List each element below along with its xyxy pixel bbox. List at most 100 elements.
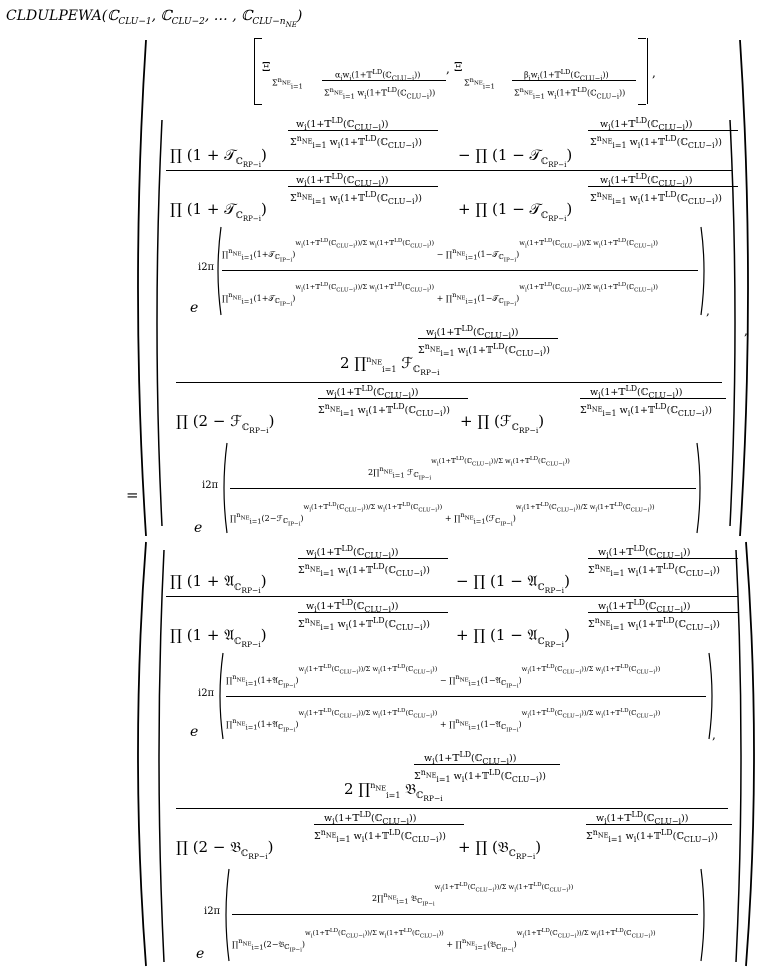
a-num-plus: ∏ (1 + 𝔄ℂRP−i) (170, 572, 267, 595)
equals-sign: = (126, 486, 139, 504)
xi-symbol-1: Ξ (262, 60, 271, 74)
operator-name: CLDULPEWA (6, 8, 102, 24)
f-exp-num-den: ΣnNEi=1 wi(1+𝕋LD(ℂCLU−i)) (418, 342, 551, 359)
f-two-prod: 2 ∏nNEi=1 ℱℂRP−i (340, 354, 440, 377)
lhs-arg2: , ℂ (151, 8, 172, 24)
xi-comma: , (446, 62, 450, 76)
b-exp-paren-right (700, 868, 705, 962)
b-e: e (196, 946, 205, 962)
xi-bracket (254, 38, 648, 104)
t-exp-3: wi(1+𝕋LD(ℂCLU−i)) (296, 172, 389, 189)
t-num-plus: ∏ (1 + 𝒯ℂRP−i) (170, 146, 267, 169)
inner-left-paren-2 (158, 549, 165, 963)
f-ip-num: 2∏nNEi=1 ℱℂIP−iwi(1+𝕋LD(ℂCLU−i))/Σ wi(1+… (368, 456, 570, 482)
a-exp-3: wi(1+𝕋LD(ℂCLU−i)) (306, 598, 399, 615)
inner-right-paren-1 (729, 119, 736, 527)
b-exp-num: wi(1+𝕋LD(ℂCLU−i)) (424, 750, 517, 767)
t-den-plus: ∏ (1 + 𝒯ℂRP−i) (170, 200, 267, 223)
xi-sum-2: ΣnNEi=1 (464, 76, 495, 91)
f-ip-den: ∏nNEi=1(2−ℱℂIP−i)wi(1+𝕋LD(ℂCLU−i))/Σ wi(… (230, 502, 655, 528)
outer-left-paren-bottom (137, 541, 147, 967)
a-exp-2-den: ΣnNEi=1 wi(1+𝕋LD(ℂCLU−i)) (588, 562, 721, 579)
b-exp-3: wi(1+𝕋LD(ℂCLU−i)) (324, 810, 417, 827)
f-exp-paren-left (223, 442, 228, 534)
a-ip-num: ∏nNEi=1(1+𝔄ℂIP−i)wi(1+𝕋LD(ℂCLU−i))/Σ wi(… (226, 664, 661, 690)
t-exp-1: wi(1+𝕋LD(ℂCLU−i)) (296, 116, 389, 133)
beta-denominator: ΣnNEi=1 wi(1+𝕋LD(ℂCLU−i)) (514, 86, 626, 101)
a-exp-2: wi(1+𝕋LD(ℂCLU−i)) (598, 544, 691, 561)
a-row-comma: , (712, 728, 716, 742)
xi-symbol-2: Ξ (454, 60, 463, 74)
alpha-numerator: αiwi(1+𝕋LD(ℂCLU−i)) (335, 68, 421, 83)
a-exp-1: wi(1+𝕋LD(ℂCLU−i)) (306, 544, 399, 561)
b-den-right: + ∏ (𝔅ℂRP−i) (458, 838, 542, 861)
t-main-fraction-bar (166, 170, 732, 171)
b-exp-4: wi(1+𝕋LD(ℂCLU−i)) (596, 810, 689, 827)
b-exp-num-den: ΣnNEi=1 wi(1+𝕋LD(ℂCLU−i)) (414, 768, 547, 785)
a-exp-paren-right (708, 652, 713, 740)
f-exp-3: wi(1+𝕋LD(ℂCLU−i)) (326, 384, 419, 401)
f-exp-3-den: ΣnNEi=1 wi(1+𝕋LD(ℂCLU−i)) (318, 402, 451, 419)
lhs-arg1: (ℂ (101, 8, 119, 24)
a-exp-4-den: ΣnNEi=1 wi(1+𝕋LD(ℂCLU−i)) (588, 616, 721, 633)
a-num-minus: − ∏ (1 − 𝔄ℂRP−i) (456, 572, 570, 595)
a-exp-3-den: ΣnNEi=1 wi(1+𝕋LD(ℂCLU−i)) (298, 616, 431, 633)
outer-left-paren-top (137, 39, 147, 537)
a-ip-den: ∏nNEi=1(1+𝔄ℂIP−i)wi(1+𝕋LD(ℂCLU−i))/Σ wi(… (226, 708, 661, 734)
t-exp-4-den: ΣnNEi=1 wi(1+𝕋LD(ℂCLU−i)) (590, 190, 723, 207)
lhs-close: ) (296, 8, 303, 24)
b-exp-4-den: ΣnNEi=1 wi(1+𝕋LD(ℂCLU−i)) (586, 828, 719, 845)
f-exp-4-den: ΣnNEi=1 wi(1+𝕋LD(ℂCLU−i)) (580, 402, 713, 419)
f-main-fraction-bar (176, 382, 722, 383)
b-ip-den: ∏nNEi=1(2−𝔅ℂIP−i)wi(1+𝕋LD(ℂCLU−i))/Σ wi(… (232, 928, 656, 954)
outer-right-paren-bottom (745, 541, 755, 967)
a-e: e (190, 724, 199, 740)
inner-left-paren-1 (156, 119, 163, 527)
a-den-plus: ∏ (1 + 𝔄ℂRP−i) (170, 626, 267, 649)
alpha-denominator: ΣnNEi=1 wi(1+𝕋LD(ℂCLU−i)) (324, 86, 436, 101)
a-i2pi: i2π (198, 688, 215, 699)
formula-lhs: CLDULPEWA(ℂCLU−1, ℂCLU−2, … , ℂCLU−nNE) (6, 8, 302, 29)
outer-right-paren-top (739, 39, 749, 537)
t-e: e (190, 300, 199, 316)
t-exp-paren-left (217, 226, 222, 316)
f-exp-num: wi(1+𝕋LD(ℂCLU−i)) (426, 324, 519, 341)
t-ip-num: ∏nNEi=1(1+𝒯ℂIP−i)wi(1+𝕋LD(ℂCLU−i))/Σ wi(… (222, 238, 659, 264)
t-num-minus: − ∏ (1 − 𝒯ℂRP−i) (458, 146, 573, 169)
t-exp-2: wi(1+𝕋LD(ℂCLU−i)) (600, 116, 693, 133)
lhs-sub3b: NE (285, 20, 297, 29)
f-den-right: + ∏ (ℱℂRP−i) (460, 412, 545, 435)
f-i2pi: i2π (202, 480, 219, 491)
a-exp-4: wi(1+𝕋LD(ℂCLU−i)) (598, 598, 691, 615)
f-den-left: ∏ (2 − ℱℂRP−i) (176, 412, 275, 435)
b-i2pi: i2π (204, 906, 221, 917)
lhs-sub3: CLU−n (252, 16, 286, 27)
t-exp-4: wi(1+𝕋LD(ℂCLU−i)) (600, 172, 693, 189)
f-exp-4: wi(1+𝕋LD(ℂCLU−i)) (590, 384, 683, 401)
t-ip-den: ∏nNEi=1(1+𝒯ℂIP−i)wi(1+𝕋LD(ℂCLU−i))/Σ wi(… (222, 282, 659, 308)
f-exp-paren-right (696, 442, 701, 534)
t-den-minus: + ∏ (1 − 𝒯ℂRP−i) (458, 200, 573, 223)
first-block-comma: , (744, 324, 748, 338)
b-exp-paren-left (225, 868, 230, 962)
a-main-fraction-bar (166, 596, 738, 597)
beta-numerator: βiwi(1+𝕋LD(ℂCLU−i)) (524, 68, 609, 83)
a-exp-paren-left (219, 652, 224, 740)
b-ip-num: 2∏nNEi=1 𝔅ℂIP−iwi(1+𝕋LD(ℂCLU−i))/Σ wi(1+… (372, 882, 574, 908)
b-two-prod: 2 ∏nNEi=1 𝔅ℂRP−i (344, 780, 443, 803)
lhs-arg3: , … , ℂ (204, 8, 253, 24)
xi-sum-1: ΣnNEi=1 (272, 76, 303, 91)
t-row-comma: , (706, 304, 710, 318)
b-main-fraction-bar (176, 808, 728, 809)
a-den-minus: + ∏ (1 − 𝔄ℂRP−i) (456, 626, 570, 649)
t-exp-3-den: ΣnNEi=1 wi(1+𝕋LD(ℂCLU−i)) (290, 190, 423, 207)
lhs-sub2: CLU−2 (171, 16, 205, 27)
a-exp-1-den: ΣnNEi=1 wi(1+𝕋LD(ℂCLU−i)) (298, 562, 431, 579)
t-exp-2-den: ΣnNEi=1 wi(1+𝕋LD(ℂCLU−i)) (590, 134, 723, 151)
b-den-left: ∏ (2 − 𝔅ℂRP−i) (176, 838, 274, 861)
t-exp-1-den: ΣnNEi=1 wi(1+𝕋LD(ℂCLU−i)) (290, 134, 423, 151)
b-exp-3-den: ΣnNEi=1 wi(1+𝕋LD(ℂCLU−i)) (314, 828, 447, 845)
t-exp-paren-right (700, 226, 705, 316)
t-i2pi: i2π (198, 262, 215, 273)
